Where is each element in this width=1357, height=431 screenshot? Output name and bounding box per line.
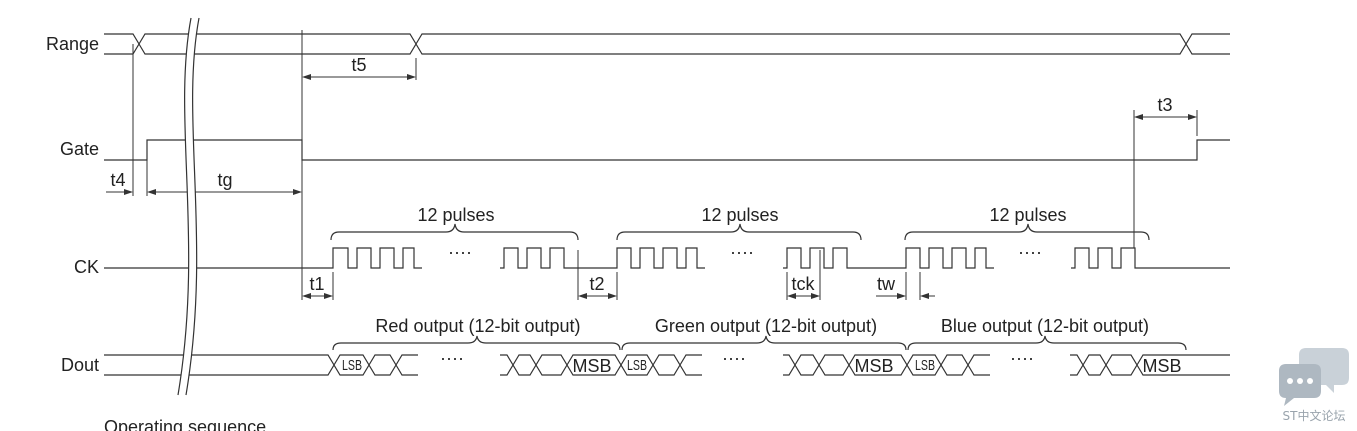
blue-msb-label: MSB (1142, 356, 1181, 376)
output-brace-blue (907, 335, 1187, 351)
output-brace-red (332, 335, 621, 351)
pulse-group-label-2: 12 pulses (701, 205, 778, 225)
ck-waveform (104, 247, 1230, 269)
green-lsb-label: LSB (627, 357, 647, 374)
pulse-brace-2 (616, 223, 862, 241)
timing-label-t3: t3 (1157, 95, 1172, 115)
timing-label-t4: t4 (110, 170, 125, 190)
signal-label-dout: Dout (61, 355, 99, 375)
gate-waveform (104, 139, 1230, 161)
output-brace-green (621, 335, 907, 351)
range-waveform (104, 33, 1230, 55)
reference-lines (132, 30, 1198, 300)
red-msb-label: MSB (572, 356, 611, 376)
timing-label-tck: tck (791, 274, 815, 294)
green-msb-label: MSB (854, 356, 893, 376)
dout-ellipsis-1: ···· (440, 348, 464, 368)
dout-ellipsis-3: ···· (1010, 348, 1034, 368)
pulse-group-label-3: 12 pulses (989, 205, 1066, 225)
timing-label-tg: tg (217, 170, 232, 190)
watermark-text: ST中文论坛 (1283, 408, 1346, 423)
signal-label-range: Range (46, 34, 99, 54)
dout-ellipsis-2: ···· (722, 348, 746, 368)
pulse-brace-1 (330, 223, 579, 241)
signal-label-gate: Gate (60, 139, 99, 159)
ck-ellipsis-1: ···· (448, 242, 472, 262)
pulse-brace-3 (904, 223, 1150, 241)
red-lsb-label: LSB (342, 357, 362, 374)
output-label-green: Green output (12-bit output) (655, 316, 877, 336)
timing-label-t2: t2 (589, 274, 604, 294)
time-break-marker (177, 17, 200, 396)
timing-label-t5: t5 (351, 55, 366, 75)
pulse-group-label-1: 12 pulses (417, 205, 494, 225)
timing-label-t1: t1 (309, 274, 324, 294)
chat-bubble-icon (1279, 348, 1349, 406)
timing-arrows (106, 74, 1197, 299)
output-label-red: Red output (12-bit output) (375, 316, 580, 336)
timing-label-tw: tw (877, 274, 896, 294)
figure-caption: Operating sequence (104, 417, 266, 431)
dout-waveform (104, 354, 1230, 376)
blue-lsb-label: LSB (915, 357, 935, 374)
signal-label-ck: CK (74, 257, 99, 277)
ck-ellipsis-3: ···· (1018, 242, 1042, 262)
output-label-blue: Blue output (12-bit output) (941, 316, 1149, 336)
ck-ellipsis-2: ···· (730, 242, 754, 262)
